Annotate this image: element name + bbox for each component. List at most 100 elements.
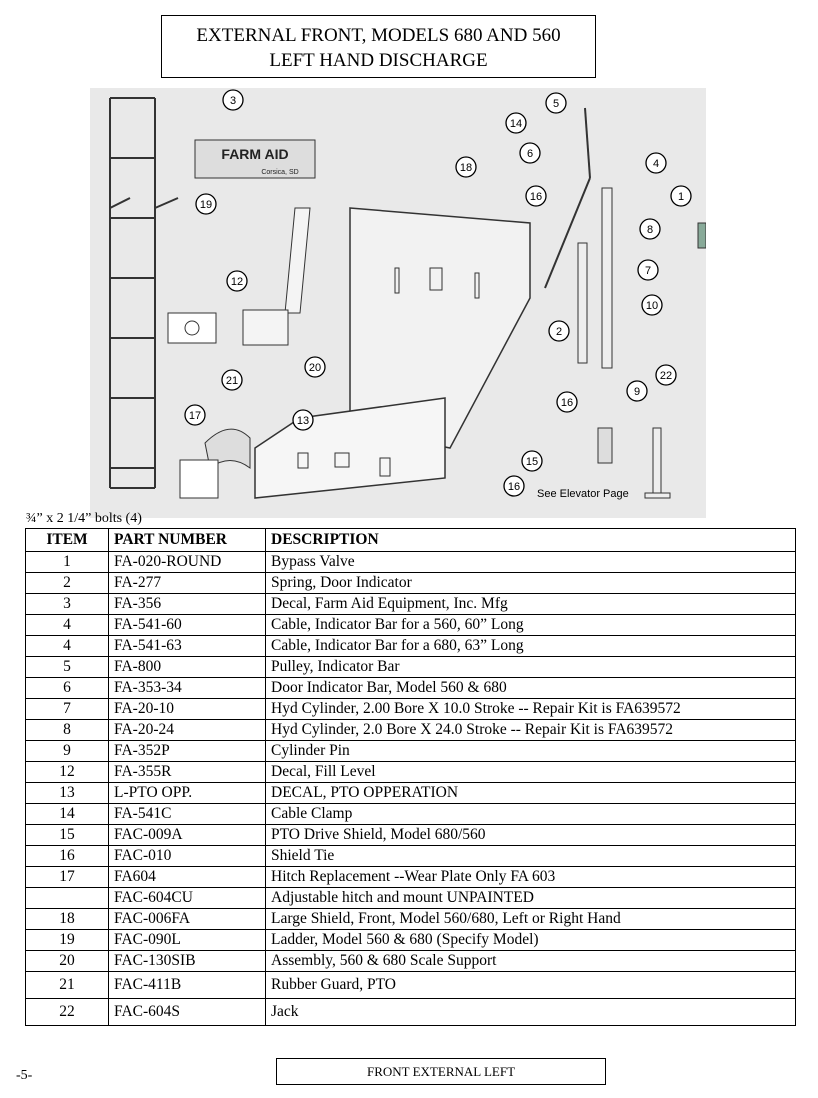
bolts-note: ¾” x 2 1/4” bolts (4) xyxy=(26,511,142,526)
part-number-cell: FAC-604S xyxy=(108,998,266,1026)
callout-label: 4 xyxy=(653,158,659,170)
item-cell: 7 xyxy=(25,698,109,720)
description-cell: Pulley, Indicator Bar xyxy=(265,656,796,678)
part-number-cell: FAC-006FA xyxy=(108,908,266,930)
part-number-cell: FA-541-63 xyxy=(108,635,266,657)
callout-label: 2 xyxy=(556,326,562,338)
part-number-cell: FAC-010 xyxy=(108,845,266,867)
description-cell: Cable, Indicator Bar for a 560, 60” Long xyxy=(265,614,796,636)
item-cell: 13 xyxy=(25,782,109,804)
item-cell: 12 xyxy=(25,761,109,783)
item-cell: 3 xyxy=(25,593,109,615)
description-cell: Hyd Cylinder, 2.0 Bore X 24.0 Stroke -- … xyxy=(265,719,796,741)
part-number-cell: FAC-090L xyxy=(108,929,266,951)
item-cell: 14 xyxy=(25,803,109,825)
item-cell: 4 xyxy=(25,635,109,657)
cylinders-drawing xyxy=(577,187,613,369)
description-cell: Hyd Cylinder, 2.00 Bore X 10.0 Stroke --… xyxy=(265,698,796,720)
hitch-drawing xyxy=(179,459,219,499)
callout-circle xyxy=(304,356,326,378)
part-number-cell: FA604 xyxy=(108,866,266,888)
description-cell: Shield Tie xyxy=(265,845,796,867)
description-cell: Adjustable hitch and mount UNPAINTED xyxy=(265,887,796,909)
callout-label: 14 xyxy=(510,118,522,130)
callout-circle xyxy=(525,185,547,207)
callout-circle xyxy=(641,294,663,316)
title-line-1: EXTERNAL FRONT, MODELS 680 AND 560 xyxy=(196,25,561,46)
indicator-bar-drawing xyxy=(544,177,591,289)
part-number-cell: FA-353-34 xyxy=(108,677,266,699)
callout-circle xyxy=(637,259,659,281)
callout-circle xyxy=(292,409,314,431)
callout-circle xyxy=(521,450,543,472)
callout-label: 12 xyxy=(231,276,243,288)
part-number-cell: FA-20-10 xyxy=(108,698,266,720)
callout-label: 16 xyxy=(530,191,542,203)
decal-location-text: Corsica, SD xyxy=(261,169,298,176)
table-header-row: ITEM PART NUMBER DESCRIPTION xyxy=(25,528,796,552)
part-number-cell: FA-800 xyxy=(108,656,266,678)
diagram-svg: FARM AID Corsica, SD xyxy=(90,88,707,518)
description-cell: PTO Drive Shield, Model 680/560 xyxy=(265,824,796,846)
description-cell: Jack xyxy=(265,998,796,1026)
description-cell: Bypass Valve xyxy=(265,551,796,573)
part-number-cell: FAC-009A xyxy=(108,824,266,846)
callout-circle xyxy=(548,320,570,342)
farm-aid-decal-drawing: FARM AID Corsica, SD xyxy=(194,139,316,179)
item-cell: 15 xyxy=(25,824,109,846)
ladder-drawing xyxy=(109,97,179,489)
item-cell: 17 xyxy=(25,866,109,888)
callout-label: 17 xyxy=(189,410,201,422)
callout-label: 9 xyxy=(634,386,640,398)
callout-circle xyxy=(221,369,243,391)
callout-label: 10 xyxy=(646,300,658,312)
description-cell: Cable Clamp xyxy=(265,803,796,825)
description-cell: Spring, Door Indicator xyxy=(265,572,796,594)
description-cell: Decal, Fill Level xyxy=(265,761,796,783)
jack-drawing xyxy=(644,427,671,499)
item-cell: 5 xyxy=(25,656,109,678)
description-cell: Large Shield, Front, Model 560/680, Left… xyxy=(265,908,796,930)
item-cell: 22 xyxy=(25,998,109,1026)
callout-label: 19 xyxy=(200,199,212,211)
description-cell: DECAL, PTO OPPERATION xyxy=(265,782,796,804)
item-cell: 2 xyxy=(25,572,109,594)
callout-circle xyxy=(670,185,692,207)
header-description: DESCRIPTION xyxy=(265,528,796,552)
callout-circle xyxy=(222,89,244,111)
callout-circle xyxy=(655,364,677,386)
item-cell xyxy=(25,887,109,909)
callout-label: 5 xyxy=(553,98,559,110)
description-cell: Hitch Replacement --Wear Plate Only FA 6… xyxy=(265,866,796,888)
description-cell: Rubber Guard, PTO xyxy=(265,971,796,999)
callout-circle xyxy=(645,152,667,174)
description-cell: Decal, Farm Aid Equipment, Inc. Mfg xyxy=(265,593,796,615)
wear-plate-drawing xyxy=(597,427,613,464)
callout-label: 16 xyxy=(508,481,520,493)
callout-label: 18 xyxy=(460,162,472,174)
item-cell: 18 xyxy=(25,908,109,930)
item-cell: 8 xyxy=(25,719,109,741)
item-cell: 20 xyxy=(25,950,109,972)
callout-label: 20 xyxy=(309,362,321,374)
item-cell: 16 xyxy=(25,845,109,867)
description-cell: Cylinder Pin xyxy=(265,740,796,762)
